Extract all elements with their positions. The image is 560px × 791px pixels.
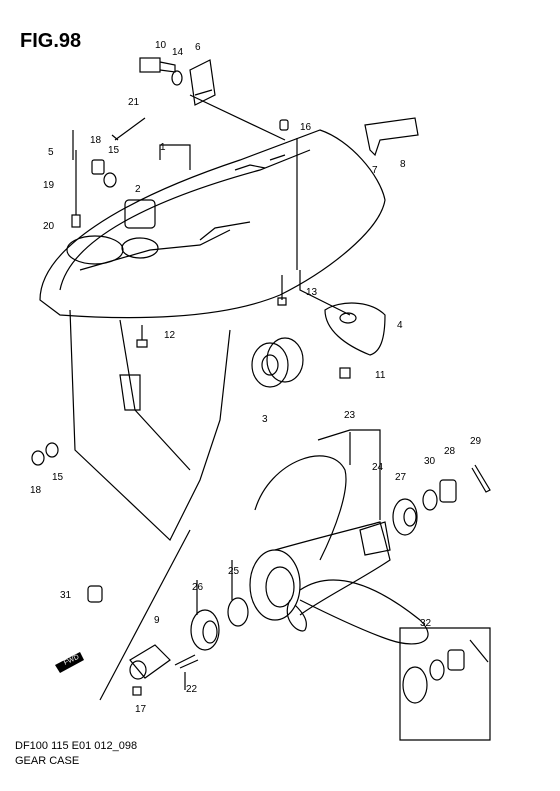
washer-27 (392, 498, 418, 536)
callout-labels: 1 2 3 4 5 6 7 8 9 10 11 12 13 14 15 15 1… (30, 40, 482, 715)
rod-assembly (71, 130, 81, 228)
callout-24: 24 (372, 462, 384, 473)
washer-14 (171, 70, 183, 86)
bush-9 (129, 644, 171, 680)
callout-32: 32 (420, 618, 432, 629)
footer-code: DF100 115 E01 012_098 (15, 740, 138, 752)
plug-18-lower (31, 450, 45, 466)
callout-20: 20 (43, 221, 55, 232)
callout-26: 26 (192, 582, 204, 593)
callout-21: 21 (128, 97, 140, 108)
callout-4: 4 (397, 320, 403, 331)
plug-18-top (91, 159, 105, 175)
callout-30: 30 (424, 456, 436, 467)
dowel-16 (279, 119, 289, 131)
callout-18-lower: 18 (30, 485, 42, 496)
callout-9: 9 (154, 615, 160, 626)
nut-28 (439, 479, 457, 503)
screw-21 (111, 117, 146, 141)
callout-12: 12 (164, 330, 176, 341)
plate-26 (190, 609, 220, 651)
figure-title: FIG.98 (20, 30, 82, 52)
callout-5: 5 (48, 147, 54, 158)
callout-19: 19 (43, 180, 55, 191)
callout-14: 14 (172, 47, 184, 58)
spacer-25 (227, 597, 249, 627)
callout-2: 2 (135, 184, 141, 195)
callout-28: 28 (444, 446, 456, 457)
bearing-3 (251, 337, 304, 388)
callout-8: 8 (400, 159, 406, 170)
bracket-7-8 (364, 117, 419, 157)
gasket-15-lower (45, 442, 59, 458)
washer-30 (422, 489, 438, 511)
callout-29: 29 (470, 436, 482, 447)
bolt-10 (139, 57, 176, 73)
gasket-15-top (103, 172, 117, 188)
pin-17 (132, 686, 142, 696)
gear-case-housing (39, 129, 386, 541)
bolt-12 (136, 325, 148, 348)
cotter-pin-29 (471, 464, 491, 493)
fwd-arrow-icon: FWD (55, 652, 84, 673)
nut-11 (339, 367, 351, 379)
bolt-13 (277, 275, 287, 306)
callout-18-top: 18 (90, 135, 102, 146)
leader-lines (99, 94, 491, 741)
anode-6 (189, 59, 216, 106)
callout-15-lower: 15 (52, 472, 64, 483)
callout-11: 11 (375, 370, 386, 381)
callout-15-top: 15 (108, 145, 120, 156)
thrust-24 (359, 521, 391, 556)
callout-23: 23 (344, 410, 356, 421)
callout-22: 22 (186, 684, 198, 695)
propeller-23 (249, 455, 429, 645)
callout-27: 27 (395, 472, 407, 483)
callout-16: 16 (300, 122, 312, 133)
footer-name: GEAR CASE (15, 755, 80, 767)
callout-17: 17 (135, 704, 147, 715)
bolt-22 (174, 654, 199, 669)
callout-31: 31 (60, 590, 72, 601)
trim-tab-4 (324, 302, 386, 356)
callout-6: 6 (195, 42, 201, 53)
plug-31 (87, 585, 103, 603)
kit-32 (402, 639, 489, 704)
callout-7: 7 (372, 165, 378, 176)
callout-25: 25 (228, 566, 240, 577)
callout-3: 3 (262, 414, 268, 425)
callout-1: 1 (160, 142, 166, 153)
callout-10: 10 (155, 40, 167, 51)
callout-13: 13 (306, 287, 318, 298)
